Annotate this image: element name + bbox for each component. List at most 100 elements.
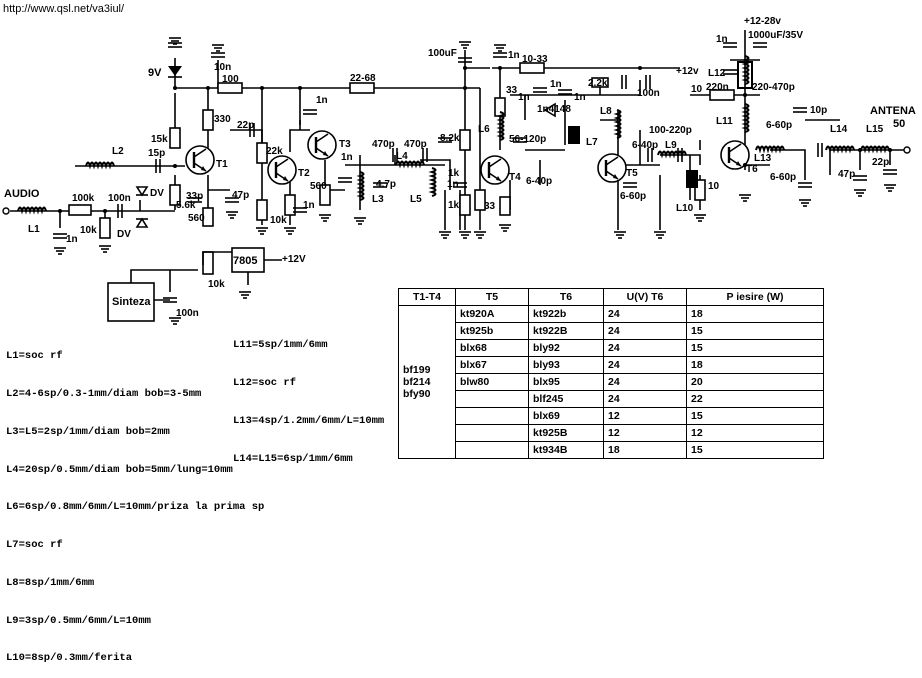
- t1t4-bf199: bf199: [403, 364, 431, 376]
- label-10p: 10p: [810, 105, 827, 116]
- label-1n-top2: 1n: [716, 34, 728, 45]
- label-100: 100: [222, 74, 239, 85]
- transistor-table: T1-T4 T5 T6 U(V) T6 P iesire (W) bf199 b…: [398, 288, 824, 459]
- table-row: kt925b kt922B 24 15: [399, 322, 824, 340]
- table-cell: bly92: [528, 339, 604, 357]
- label-t5: T5: [626, 168, 638, 179]
- table-cell: 24: [603, 339, 687, 357]
- table-row: kt934B 18 15: [399, 441, 824, 459]
- label-l14: L14: [830, 124, 848, 135]
- label-100uf: 100uF: [428, 48, 457, 59]
- label-22k: 22k: [266, 146, 283, 157]
- label-47p-t1: 47p: [232, 190, 249, 201]
- label-t6: T6: [746, 164, 758, 175]
- label-2-2k: 2.2k: [588, 78, 608, 89]
- table-row: blx68 bly92 24 15: [399, 339, 824, 357]
- table-cell: blx69: [528, 407, 604, 425]
- rf-transmitter-schematic: http://www.qsl.net/va3iul/ AUDIO L1 100k…: [2, 3, 916, 325]
- label-470p-a: 470p: [372, 139, 395, 150]
- label-220n: 220n: [706, 82, 729, 93]
- note-l14: L14=L15=6sp/1mm/6mm: [233, 452, 353, 465]
- label-1n-l5: 1n: [447, 179, 459, 190]
- label-6-60p-t5: 6-60p: [620, 191, 646, 202]
- label-audio: AUDIO: [4, 188, 40, 200]
- label-100k: 100k: [72, 193, 95, 204]
- table-cell: 24: [603, 322, 687, 340]
- table-cell: kt922B: [528, 322, 604, 340]
- label-4-7p: 4.7p: [376, 179, 396, 190]
- label-t3: T3: [339, 139, 351, 150]
- note-l10: L10=8sp/0.3mm/ferita: [6, 652, 133, 665]
- diodes: [135, 66, 556, 228]
- table-header: U(V) T6: [603, 288, 687, 306]
- table-row: bf199 bf214 bfy90 kt920A kt922b 24 18: [398, 305, 824, 459]
- table-header: T6: [528, 288, 604, 306]
- label-1n-t3: 1n: [316, 95, 328, 106]
- label-33p: 33p: [186, 191, 203, 202]
- label-l6: L6: [478, 124, 490, 135]
- table-cell: 15: [686, 339, 824, 357]
- note-l12: L12=soc rf: [233, 376, 297, 389]
- table-cell: [455, 390, 529, 408]
- label-plus12v-reg: +12V: [282, 254, 306, 265]
- label-1n-t3b: 1n: [341, 152, 353, 163]
- table-cell: blx95: [528, 373, 604, 391]
- label-10k-in: 10k: [80, 225, 97, 236]
- label-l8: L8: [600, 106, 612, 117]
- table-row: kt925B 12 12: [399, 424, 824, 442]
- label-1k-b: 1k: [448, 200, 460, 211]
- label-560a: 560: [188, 213, 205, 224]
- label-33-t4: 33: [506, 85, 518, 96]
- table-cell: 20: [686, 373, 824, 391]
- table-cell: kt925b: [455, 322, 529, 340]
- table-row: blx67 bly93 24 18: [399, 356, 824, 374]
- label-22-68: 22-68: [350, 73, 376, 84]
- note-l4: L4=20sp/0.5mm/diam bob=5mm/lung=10mm: [6, 463, 233, 476]
- label-10n: 10n: [214, 62, 231, 73]
- t1t4-bf214: bf214: [403, 376, 431, 388]
- label-1n-c: 1n: [574, 92, 586, 103]
- label-1000uf: 1000uF/35V: [748, 30, 803, 41]
- table-cell: 15: [686, 322, 824, 340]
- label-9v: 9V: [148, 67, 162, 79]
- coil-notes-left: L1=soc rf L2=4-6sp/0.3-1mm/diam bob=3-5m…: [6, 325, 264, 678]
- label-10-top: 10: [691, 84, 703, 95]
- label-l11: L11: [716, 116, 733, 127]
- label-l1: L1: [28, 224, 40, 235]
- label-330: 330: [214, 114, 231, 125]
- label-6-40p-t5: 6-40p: [632, 140, 658, 151]
- label-6-40p-t4: 6-40p: [526, 176, 552, 187]
- label-220-470p: 220-470p: [752, 82, 795, 93]
- label-5-6k: 5.6k: [176, 200, 196, 211]
- table-cell: kt922b: [528, 305, 604, 323]
- table-row: blx69 12 15: [399, 407, 824, 425]
- label-1n-t2: 1n: [303, 200, 315, 211]
- label-15k: 15k: [151, 134, 168, 145]
- note-l9: L9=3sp/0.5mm/6mm/L=10mm: [6, 614, 151, 627]
- table-cell: 12: [603, 407, 687, 425]
- table-cell: 18: [686, 356, 824, 374]
- note-l13: L13=4sp/1.2mm/6mm/L=10mm: [233, 414, 385, 427]
- label-t1: T1: [216, 159, 228, 170]
- label-t4: T4: [509, 172, 521, 183]
- table-cell: 18: [686, 305, 824, 323]
- regulator-7805-box: [231, 247, 265, 273]
- table-cell: [455, 441, 529, 459]
- label-10-t5: 10: [708, 181, 720, 192]
- label-l7: L7: [586, 137, 598, 148]
- label-8-2k: 8.2k: [440, 133, 460, 144]
- label-10k-t2: 10k: [270, 215, 287, 226]
- table-header: T1-T4: [398, 288, 456, 306]
- label-l2: L2: [112, 146, 124, 157]
- table-cell: blx67: [455, 356, 529, 374]
- label-1k-a: 1k: [448, 168, 460, 179]
- note-l8: L8=8sp/1mm/6mm: [6, 576, 95, 589]
- table-cell: blw80: [455, 373, 529, 391]
- label-l9: L9: [665, 140, 677, 151]
- table-cell: kt920A: [455, 305, 529, 323]
- label-antena: ANTENA: [870, 105, 916, 117]
- label-10k-reg: 10k: [208, 279, 225, 290]
- table-cell: blx68: [455, 339, 529, 357]
- table-cell: 15: [686, 407, 824, 425]
- table-row: blw80 blx95 24 20: [399, 373, 824, 391]
